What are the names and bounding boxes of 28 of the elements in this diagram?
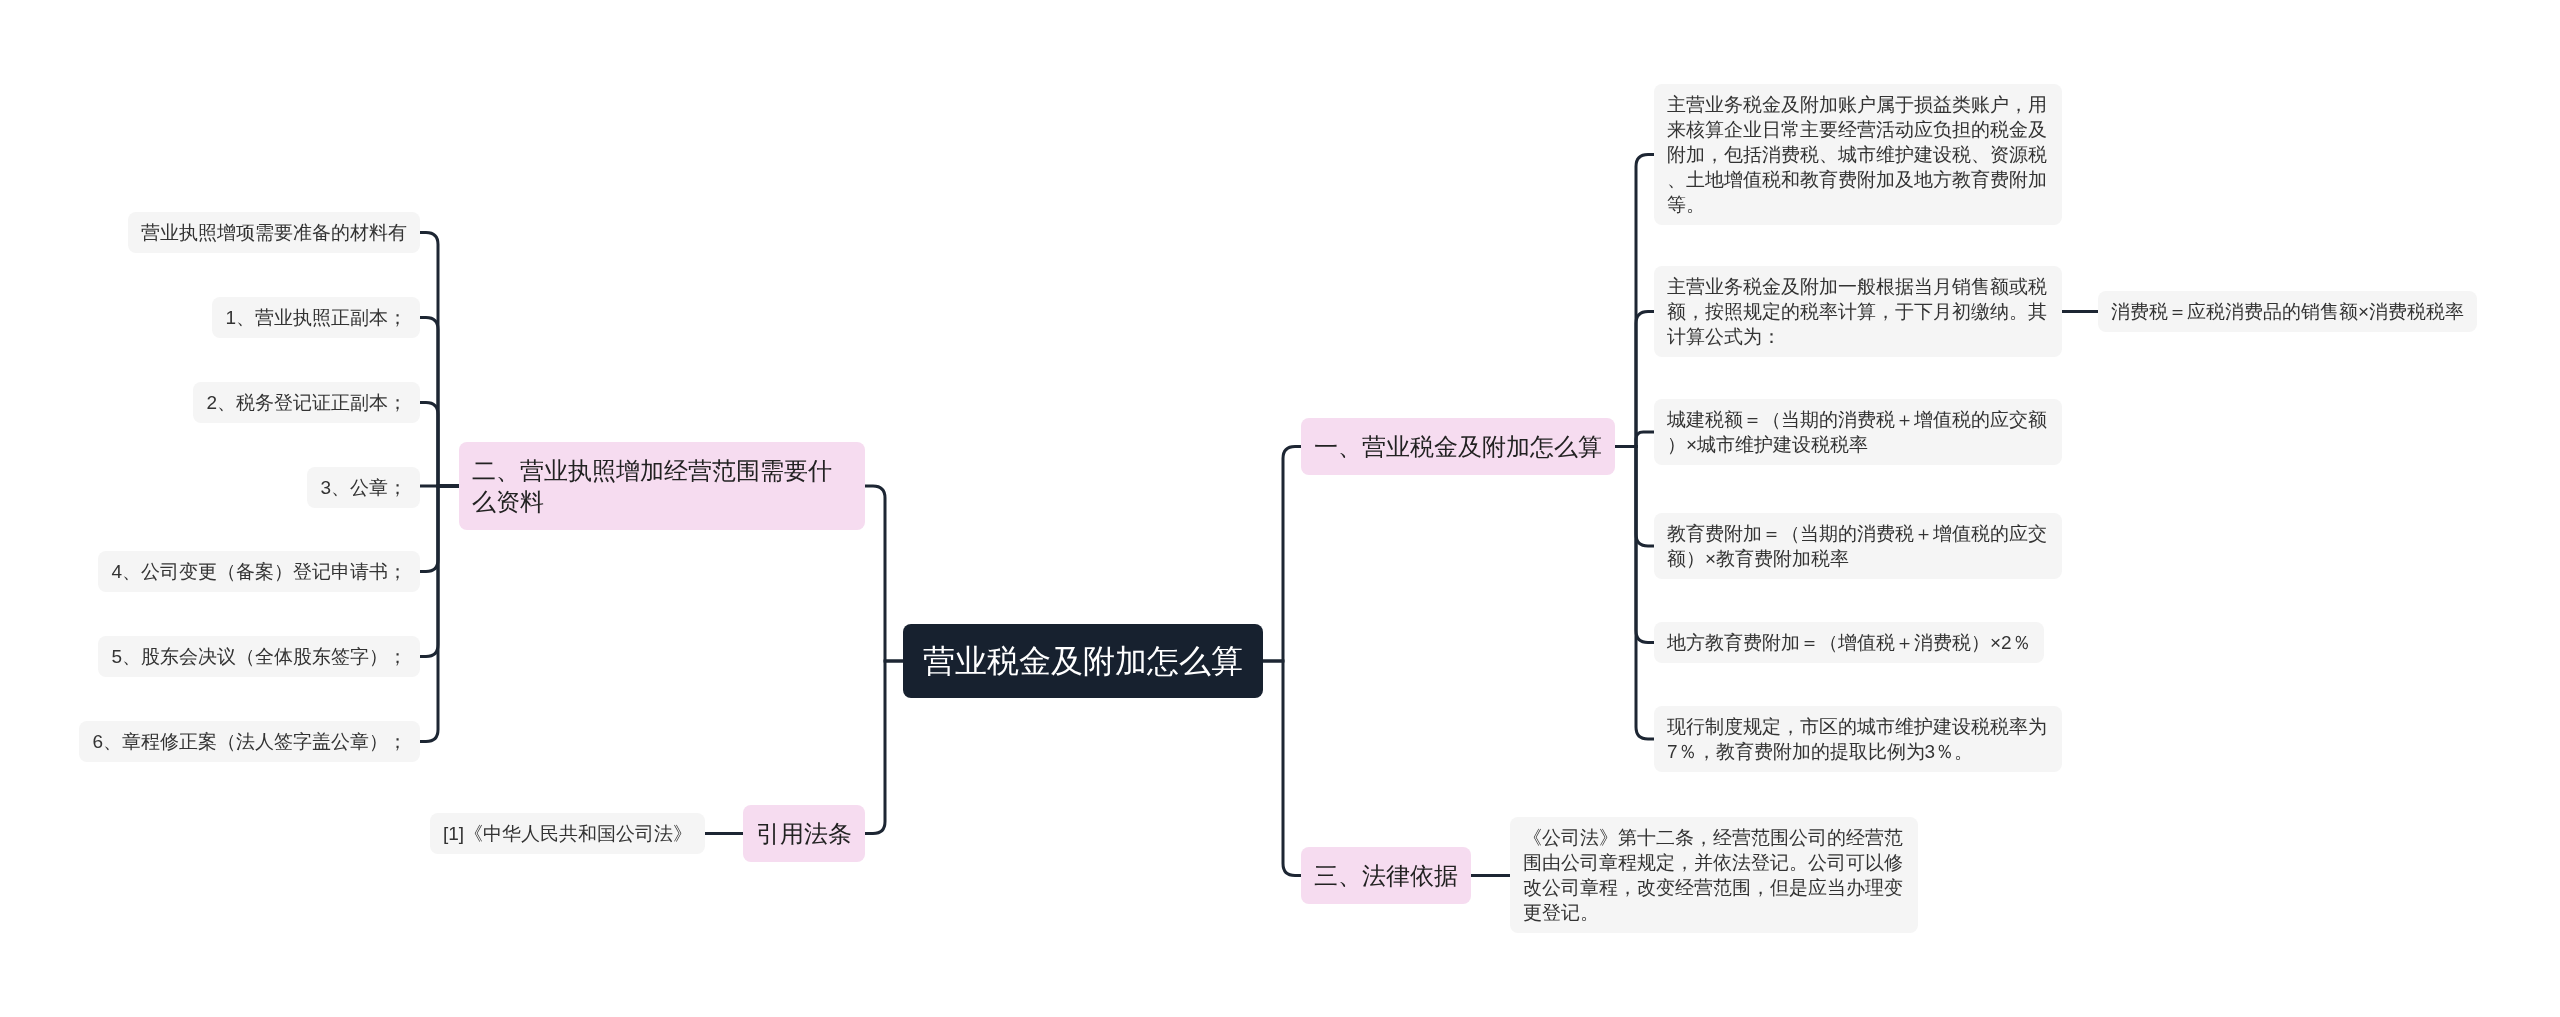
subtopic-box: 地方教育费附加＝（增值税＋消费税）×2％ <box>1654 622 2044 663</box>
subtopic-box: 《公司法》第十二条，经营范围公司的经营范围由公司章程规定，并依法登记。公司可以修改公司章程，改变经营范围，但是应当办理变更登记。 <box>1510 817 1918 933</box>
connector-line <box>1613 445 1656 741</box>
subtopic-box: 6、章程修正案（法人签字盖公章）； <box>79 721 420 762</box>
subtopic-box: 2、税务登记证正副本； <box>193 382 420 423</box>
subtopic-box: [1]《中华人民共和国公司法》 <box>429 813 705 854</box>
central-topic-box: 营业税金及附加怎么算 <box>903 624 1263 698</box>
main-topic-box: 二、营业执照增加经营范围需要什么资料 <box>459 442 865 530</box>
subtopic-box: 主营业务税金及附加一般根据当月销售额或税额，按照规定的税率计算，于下月初缴纳。其计算公式为： <box>1654 266 2062 357</box>
main-topic-box: 三、法律依据 <box>1301 847 1471 904</box>
connector-line <box>703 832 745 835</box>
connector-line <box>863 659 905 835</box>
subtopic-box: 1、营业执照正副本； <box>212 297 420 338</box>
subtopic-box: 教育费附加＝（当期的消费税＋增值税的应交额）×教育费附加税率 <box>1654 513 2062 579</box>
main-topic-box: 引用法条 <box>743 805 865 862</box>
subtopic-box: 城建税额＝（当期的消费税＋增值税的应交额）×城市维护建设税税率 <box>1654 399 2062 465</box>
subtopic-box: 主营业务税金及附加账户属于损益类账户，用来核算企业日常主要经营活动应负担的税金及附加，包括消费税、城市维护建设税、资源税、土地增值税和教育费附加及地方教育费附加等。 <box>1654 84 2062 225</box>
connector-line <box>1469 874 1512 877</box>
subtopic-box: 消费税＝应税消费品的销售额×消费税税率 <box>2098 291 2478 332</box>
subtopic-box: 营业执照增项需要准备的材料有 <box>128 212 420 253</box>
subtopic-box: 3、公章； <box>307 467 420 508</box>
connector-line <box>2060 310 2100 313</box>
subtopic-box: 现行制度规定，市区的城市维护建设税税率为7％，教育费附加的提取比例为3％。 <box>1654 706 2062 772</box>
subtopic-box: 5、股东会决议（全体股东签字）； <box>98 636 420 677</box>
connector-line <box>418 484 461 743</box>
subtopic-box: 4、公司变更（备案）登记申请书； <box>98 551 420 592</box>
main-topic-box: 一、营业税金及附加怎么算 <box>1301 418 1615 475</box>
connector-line <box>1261 659 1303 877</box>
